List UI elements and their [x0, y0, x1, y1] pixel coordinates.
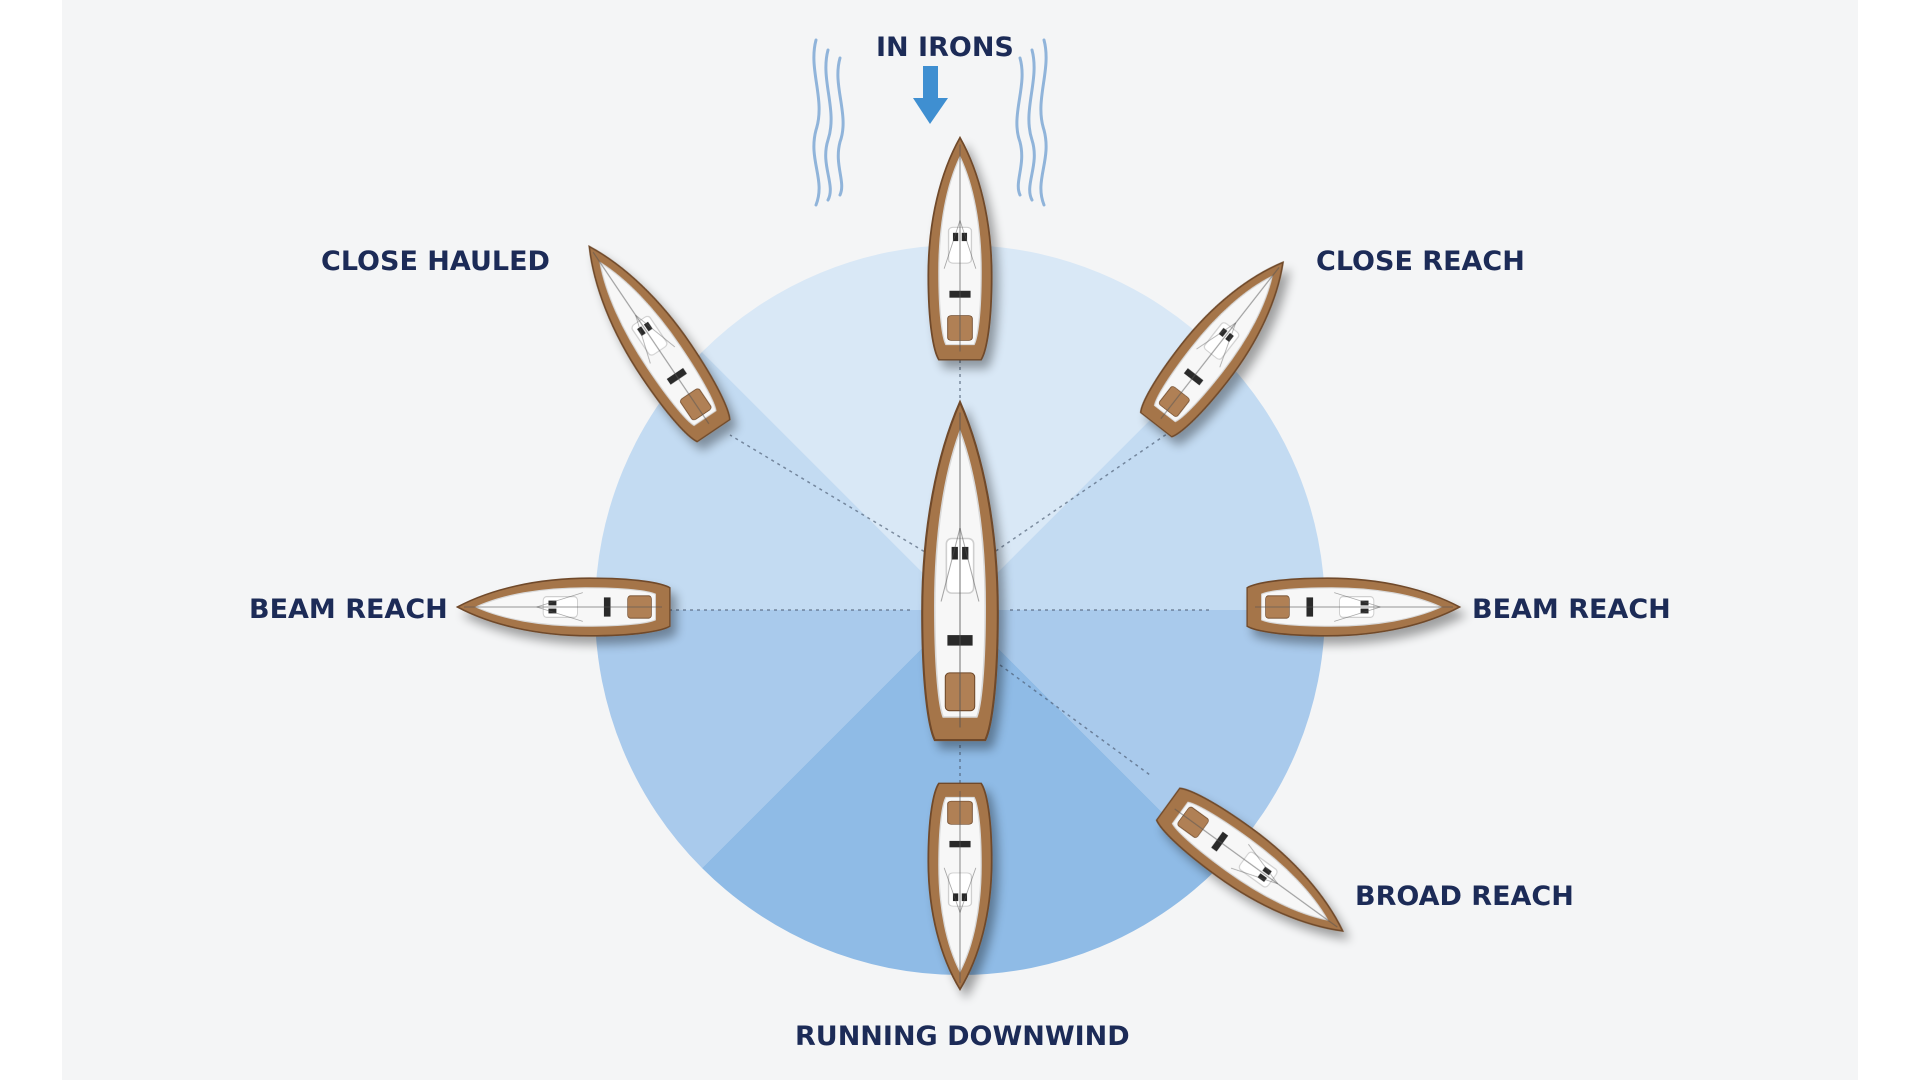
- boat-beam-reach-left: [456, 577, 671, 637]
- wind-arrow-icon: [913, 66, 948, 124]
- boat-in-irons: [927, 136, 993, 361]
- wind-zone-disc: [595, 245, 1325, 975]
- label-beam-reach-left: BEAM REACH: [249, 594, 448, 625]
- label-broad-reach: BROAD REACH: [1355, 881, 1574, 912]
- label-close-hauled: CLOSE HAULED: [321, 246, 550, 277]
- label-close-reach: CLOSE REACH: [1316, 246, 1525, 277]
- boat-close-hauled: [564, 229, 739, 448]
- label-beam-reach-right: BEAM REACH: [1472, 594, 1671, 625]
- label-running-downwind: RUNNING DOWNWIND: [795, 1021, 1130, 1052]
- heading-lines: [665, 360, 1210, 860]
- wind-waves: [812, 38, 1048, 207]
- boat-beam-reach-right: [1246, 577, 1461, 637]
- label-in-irons: IN IRONS: [876, 32, 1014, 63]
